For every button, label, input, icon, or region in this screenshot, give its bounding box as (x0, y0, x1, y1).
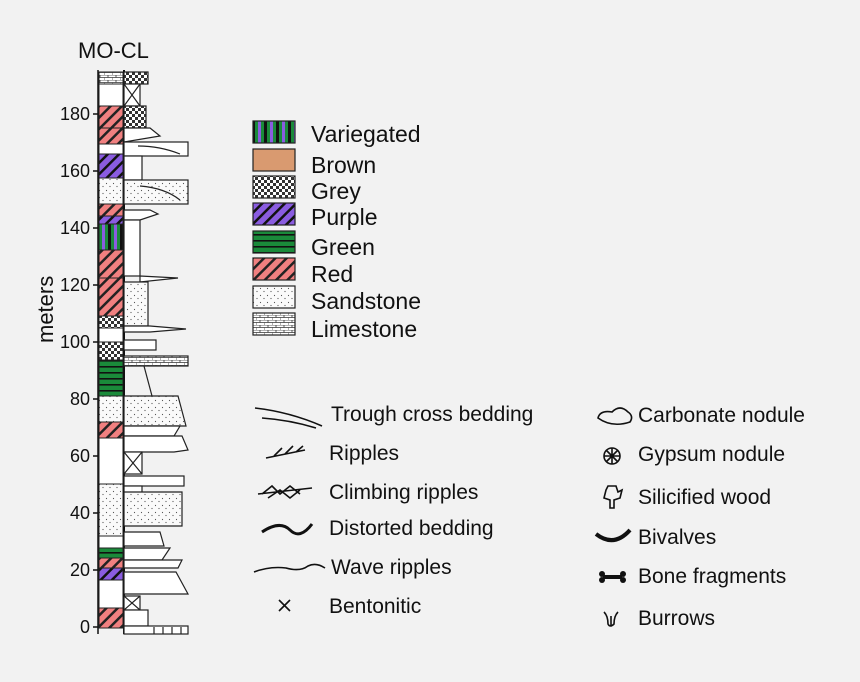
ripples-icon (265, 445, 306, 459)
y-tick-label: 140 (59, 218, 90, 238)
legend-label-grey: Grey (311, 178, 361, 204)
swatch-brown (252, 148, 296, 172)
legend-label-variegated: Variegated (311, 121, 421, 147)
swatch-purple (252, 202, 296, 226)
legend-label-purple: Purple (311, 204, 378, 230)
legend-label-red: Red (311, 261, 354, 287)
y-tick-label: 20 (69, 560, 90, 580)
legend-label-sandstone: Sandstone (311, 288, 421, 314)
swatch-limestone (252, 312, 296, 336)
carbonate-nodule-icon (597, 407, 633, 426)
y-tick-label: 100 (59, 332, 90, 352)
color-column (98, 71, 124, 629)
legend-label-silicified-wood: Silicified wood (638, 486, 772, 509)
legend-label-trough-cross-bedding: Trough cross bedding (331, 403, 534, 426)
silicified-wood-icon (603, 485, 624, 509)
legend-label-carbonate-nodule: Carbonate nodule (638, 404, 805, 427)
legend-label-ripples: Ripples (329, 442, 400, 465)
y-tick-label: 160 (59, 161, 90, 181)
legend-label-burrows: Burrows (638, 607, 716, 630)
y-tick-label: 40 (69, 503, 90, 523)
legend-label-climbing-ripples: Climbing ripples (329, 481, 479, 504)
lithology-column (123, 70, 190, 635)
bivalves-icon (594, 528, 632, 542)
gypsum-nodule-icon (603, 447, 621, 465)
legend-label-bentonitic: Bentonitic (329, 595, 422, 618)
wave-ripples-icon (253, 563, 326, 573)
bentonitic-icon (278, 599, 291, 612)
distorted-bedding-icon (261, 523, 314, 536)
legend-label-limestone: Limestone (311, 316, 418, 342)
trough-cross-bedding-icon (254, 407, 323, 429)
legend-label-bivalves: Bivalves (638, 526, 717, 549)
y-tick-label: 120 (59, 275, 90, 295)
legend-label-gypsum-nodule: Gypsum nodule (638, 443, 786, 466)
y-tick-label: 60 (69, 446, 90, 466)
y-tick-label: 0 (79, 617, 90, 637)
legend-label-green: Green (311, 234, 375, 260)
burrows-icon (603, 611, 619, 627)
legend-label-wave-ripples: Wave ripples (331, 556, 452, 579)
legend-label-distorted-bedding: Distorted bedding (329, 517, 494, 540)
swatch-green (252, 230, 296, 254)
color-legend-swatches (252, 120, 296, 336)
swatch-variegated (252, 120, 296, 144)
climbing-ripples-icon (257, 484, 313, 500)
y-tick-label: 180 (59, 104, 90, 124)
y-axis (93, 70, 99, 634)
legend-label-brown: Brown (311, 152, 377, 178)
bone-ends (599, 571, 626, 583)
swatch-sandstone (252, 285, 296, 309)
column-title: MO-CL (78, 38, 149, 63)
legend-label-bone-fragments: Bone fragments (638, 565, 787, 588)
y-tick-label: 80 (69, 389, 90, 409)
swatch-red (252, 257, 296, 281)
swatch-grey (252, 175, 296, 199)
